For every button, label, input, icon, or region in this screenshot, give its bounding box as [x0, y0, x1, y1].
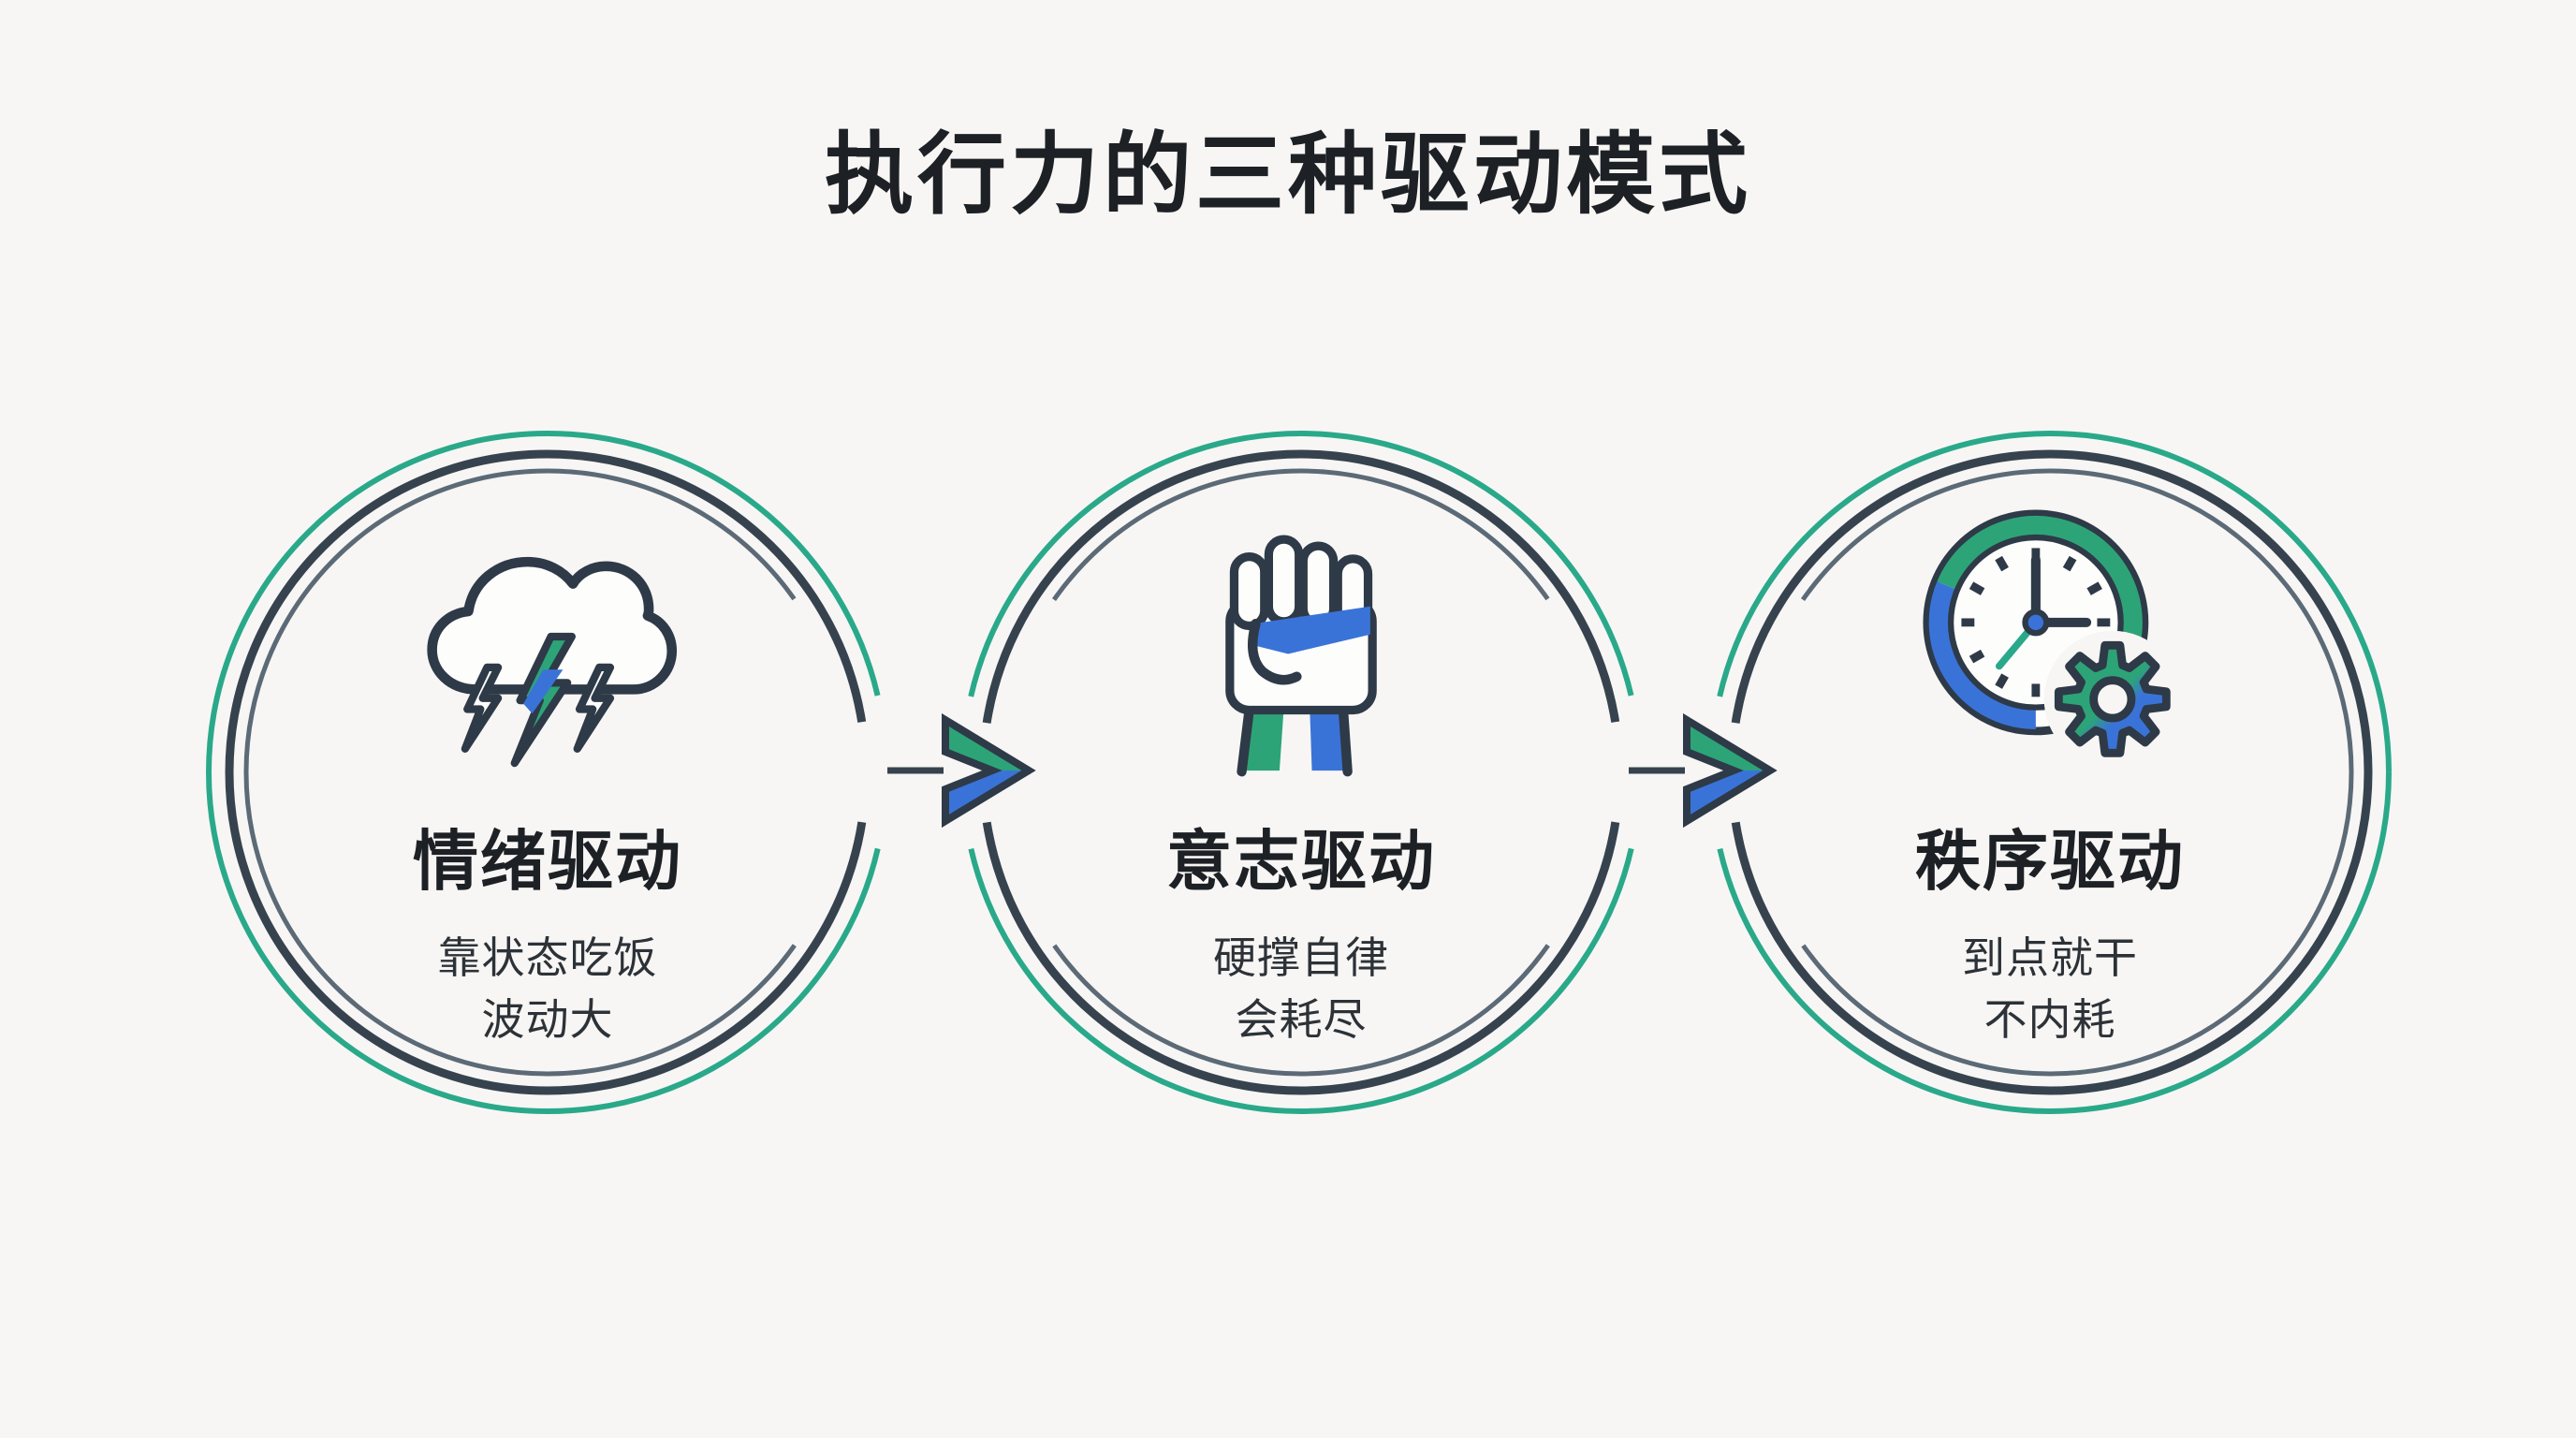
- node-desc-line1: 到点就干: [1962, 933, 2138, 982]
- node-desc-line2: 会耗尽: [1235, 995, 1368, 1044]
- arrow-will-to-order: [1629, 712, 1778, 829]
- node-desc-line1: 硬撑自律: [1213, 933, 1389, 982]
- node-description: 到点就干 不内耗: [1694, 927, 2406, 1050]
- node-desc-line1: 靠状态吃饭: [437, 933, 658, 982]
- node-description: 硬撑自律 会耗尽: [945, 927, 1657, 1050]
- node-emotion-driven: 情绪驱动 靠状态吃饭 波动大: [192, 417, 903, 1128]
- node-description: 靠状态吃饭 波动大: [192, 927, 903, 1050]
- diagram-title: 执行力的三种驱动模式: [824, 125, 1751, 225]
- node-desc-line2: 波动大: [481, 995, 614, 1044]
- node-title: 秩序驱动: [1915, 825, 2185, 898]
- node-will-driven: 意志驱动 硬撑自律 会耗尽: [945, 417, 1657, 1128]
- node-desc-line2: 不内耗: [1983, 995, 2116, 1044]
- node-rings: [959, 431, 1643, 1114]
- arrow-emotion-to-will: [887, 712, 1036, 829]
- node-title: 情绪驱动: [413, 825, 682, 898]
- raised-fist-icon: [1151, 496, 1451, 777]
- storm-cloud-lightning-icon: [398, 496, 697, 777]
- clock-gear-icon: [1900, 496, 2200, 777]
- node-rings: [1708, 431, 2392, 1114]
- node-title: 意志驱动: [1166, 825, 1436, 898]
- node-rings: [206, 431, 889, 1114]
- node-order-driven: 秩序驱动 到点就干 不内耗: [1694, 417, 2406, 1128]
